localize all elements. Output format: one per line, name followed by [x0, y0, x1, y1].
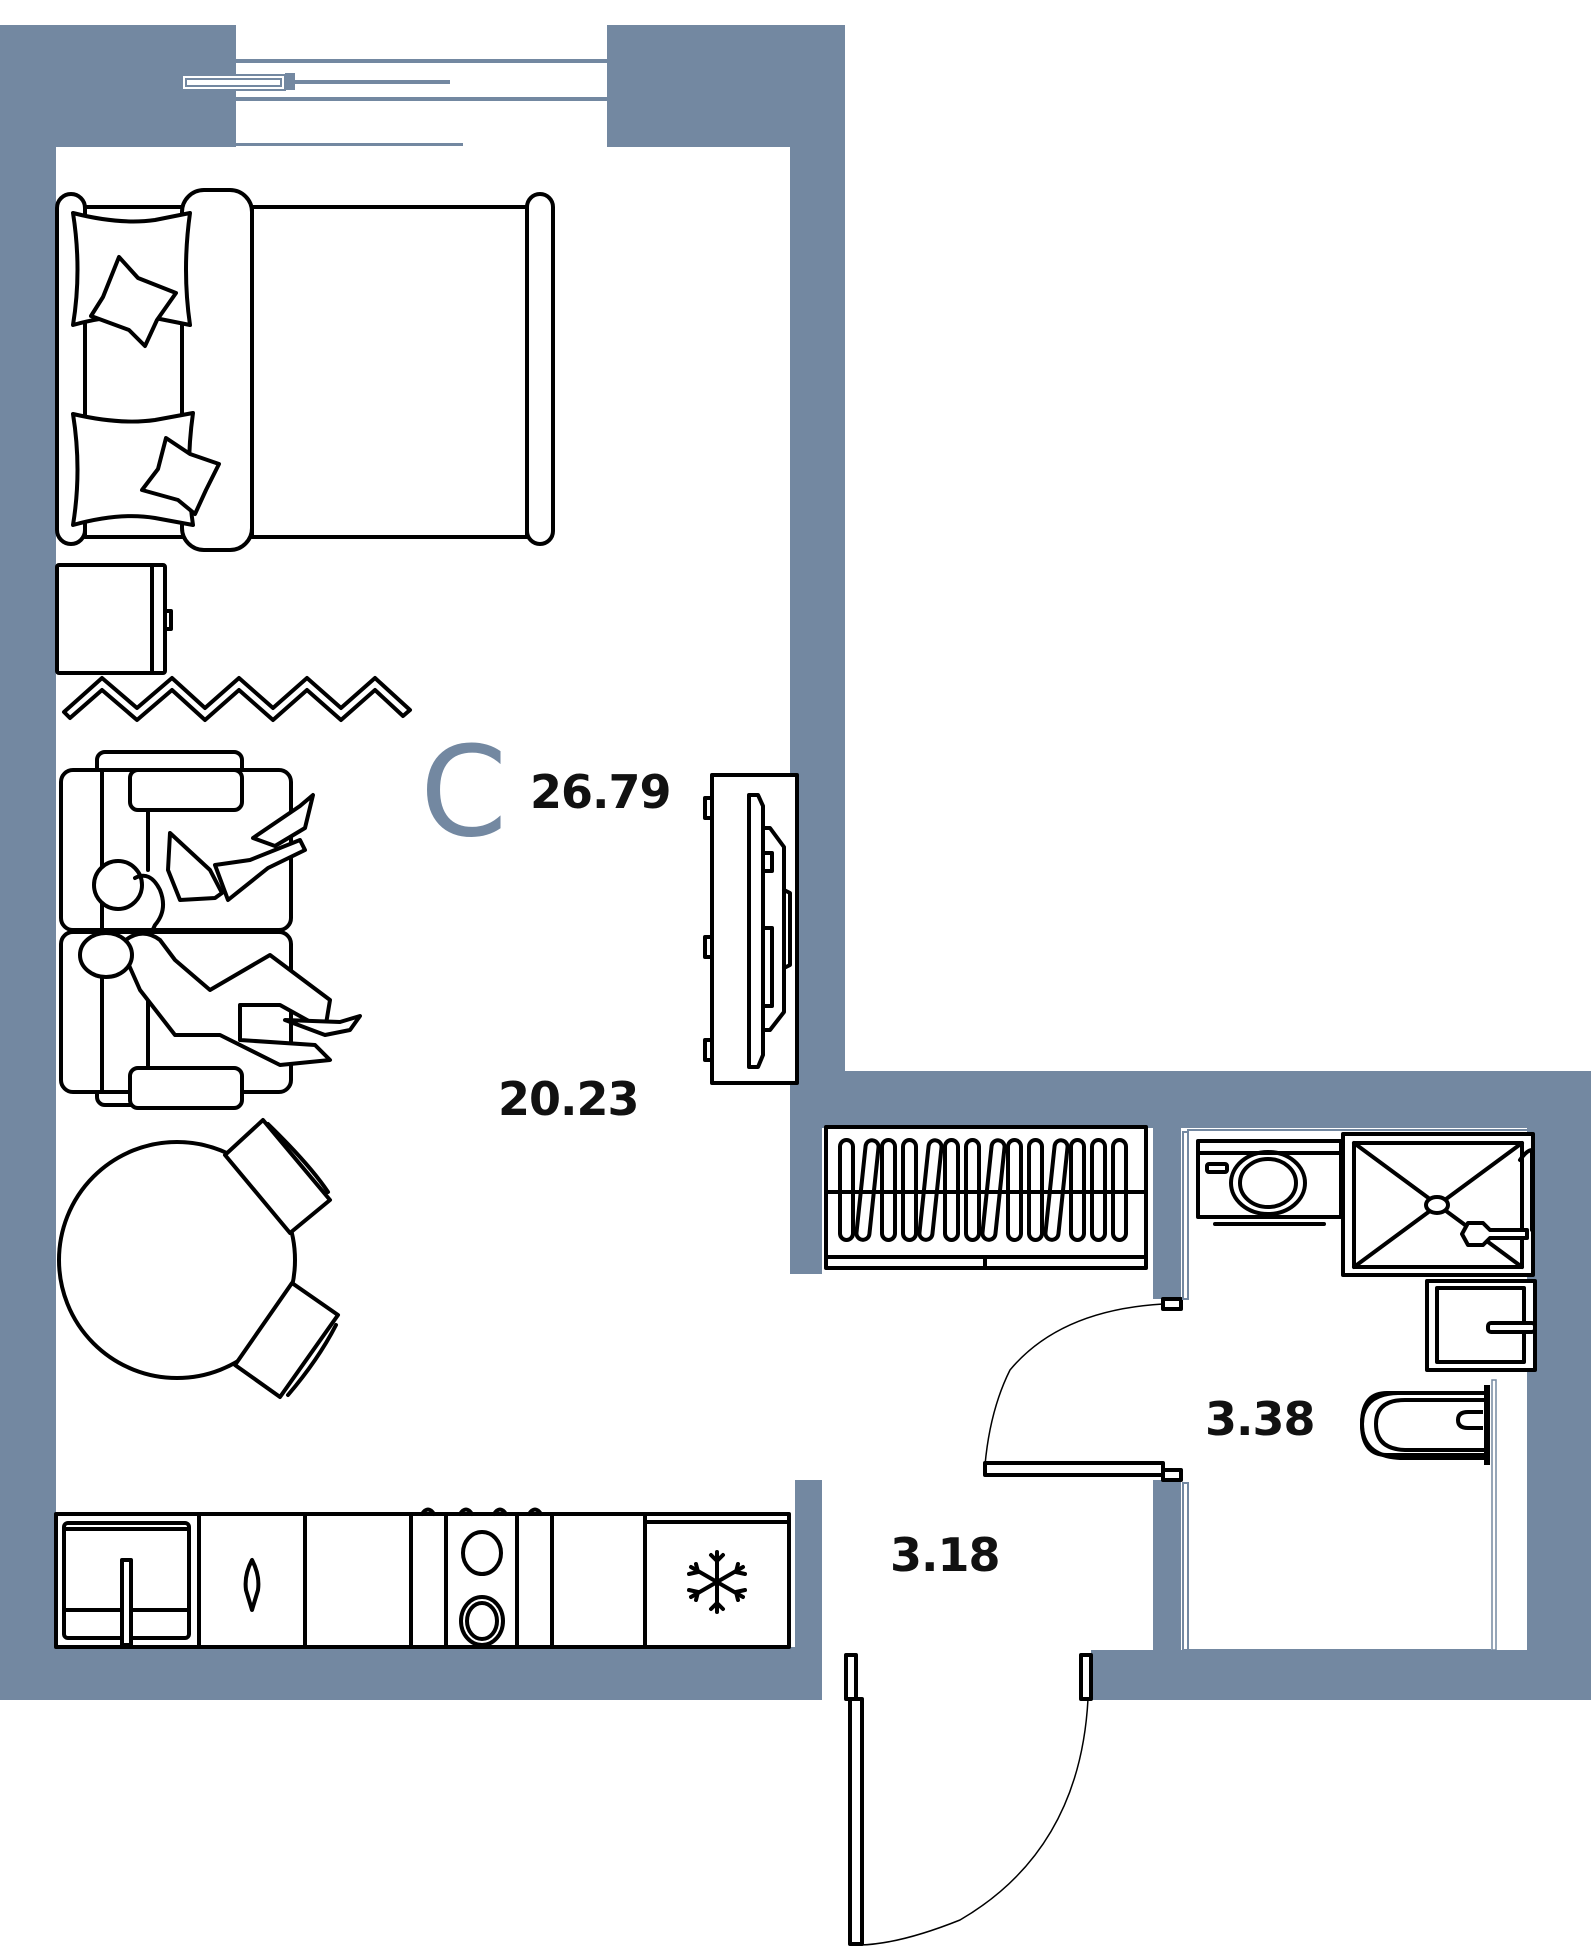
dining-chair — [233, 1281, 340, 1399]
window — [178, 25, 607, 147]
shower-tray — [1341, 1132, 1535, 1277]
hallway-area-label: 3.18 — [890, 1528, 1000, 1582]
bathroom-area-label: 3.38 — [1205, 1392, 1315, 1446]
living-room-area-label: 20.23 — [498, 1072, 640, 1126]
radiator-heater — [824, 1125, 1148, 1270]
snowflake-icon — [687, 1550, 747, 1614]
kitchen-sink — [62, 1521, 191, 1647]
round-dining-table — [57, 1140, 297, 1380]
cooktop — [420, 1507, 543, 1647]
total-area-label: 26.79 — [530, 765, 672, 819]
nightstand — [55, 563, 173, 675]
tv-unit — [703, 773, 799, 1085]
folding-screen — [62, 676, 412, 722]
apartment-class-letter: C — [420, 720, 508, 865]
washbasin — [1425, 1279, 1537, 1372]
bathroom-inner-lining — [1187, 1129, 1534, 1651]
washing-machine — [1196, 1139, 1343, 1226]
water-drop-icon — [243, 1558, 261, 1612]
walls — [0, 25, 1591, 1700]
fridge — [645, 1520, 789, 1614]
sofa-with-people — [59, 750, 362, 1110]
double-bed — [55, 188, 555, 552]
bathroom-door — [983, 1131, 1189, 1651]
entrance-door — [844, 1653, 1093, 1946]
toilet — [1360, 1379, 1527, 1651]
dining-chair — [223, 1118, 332, 1235]
